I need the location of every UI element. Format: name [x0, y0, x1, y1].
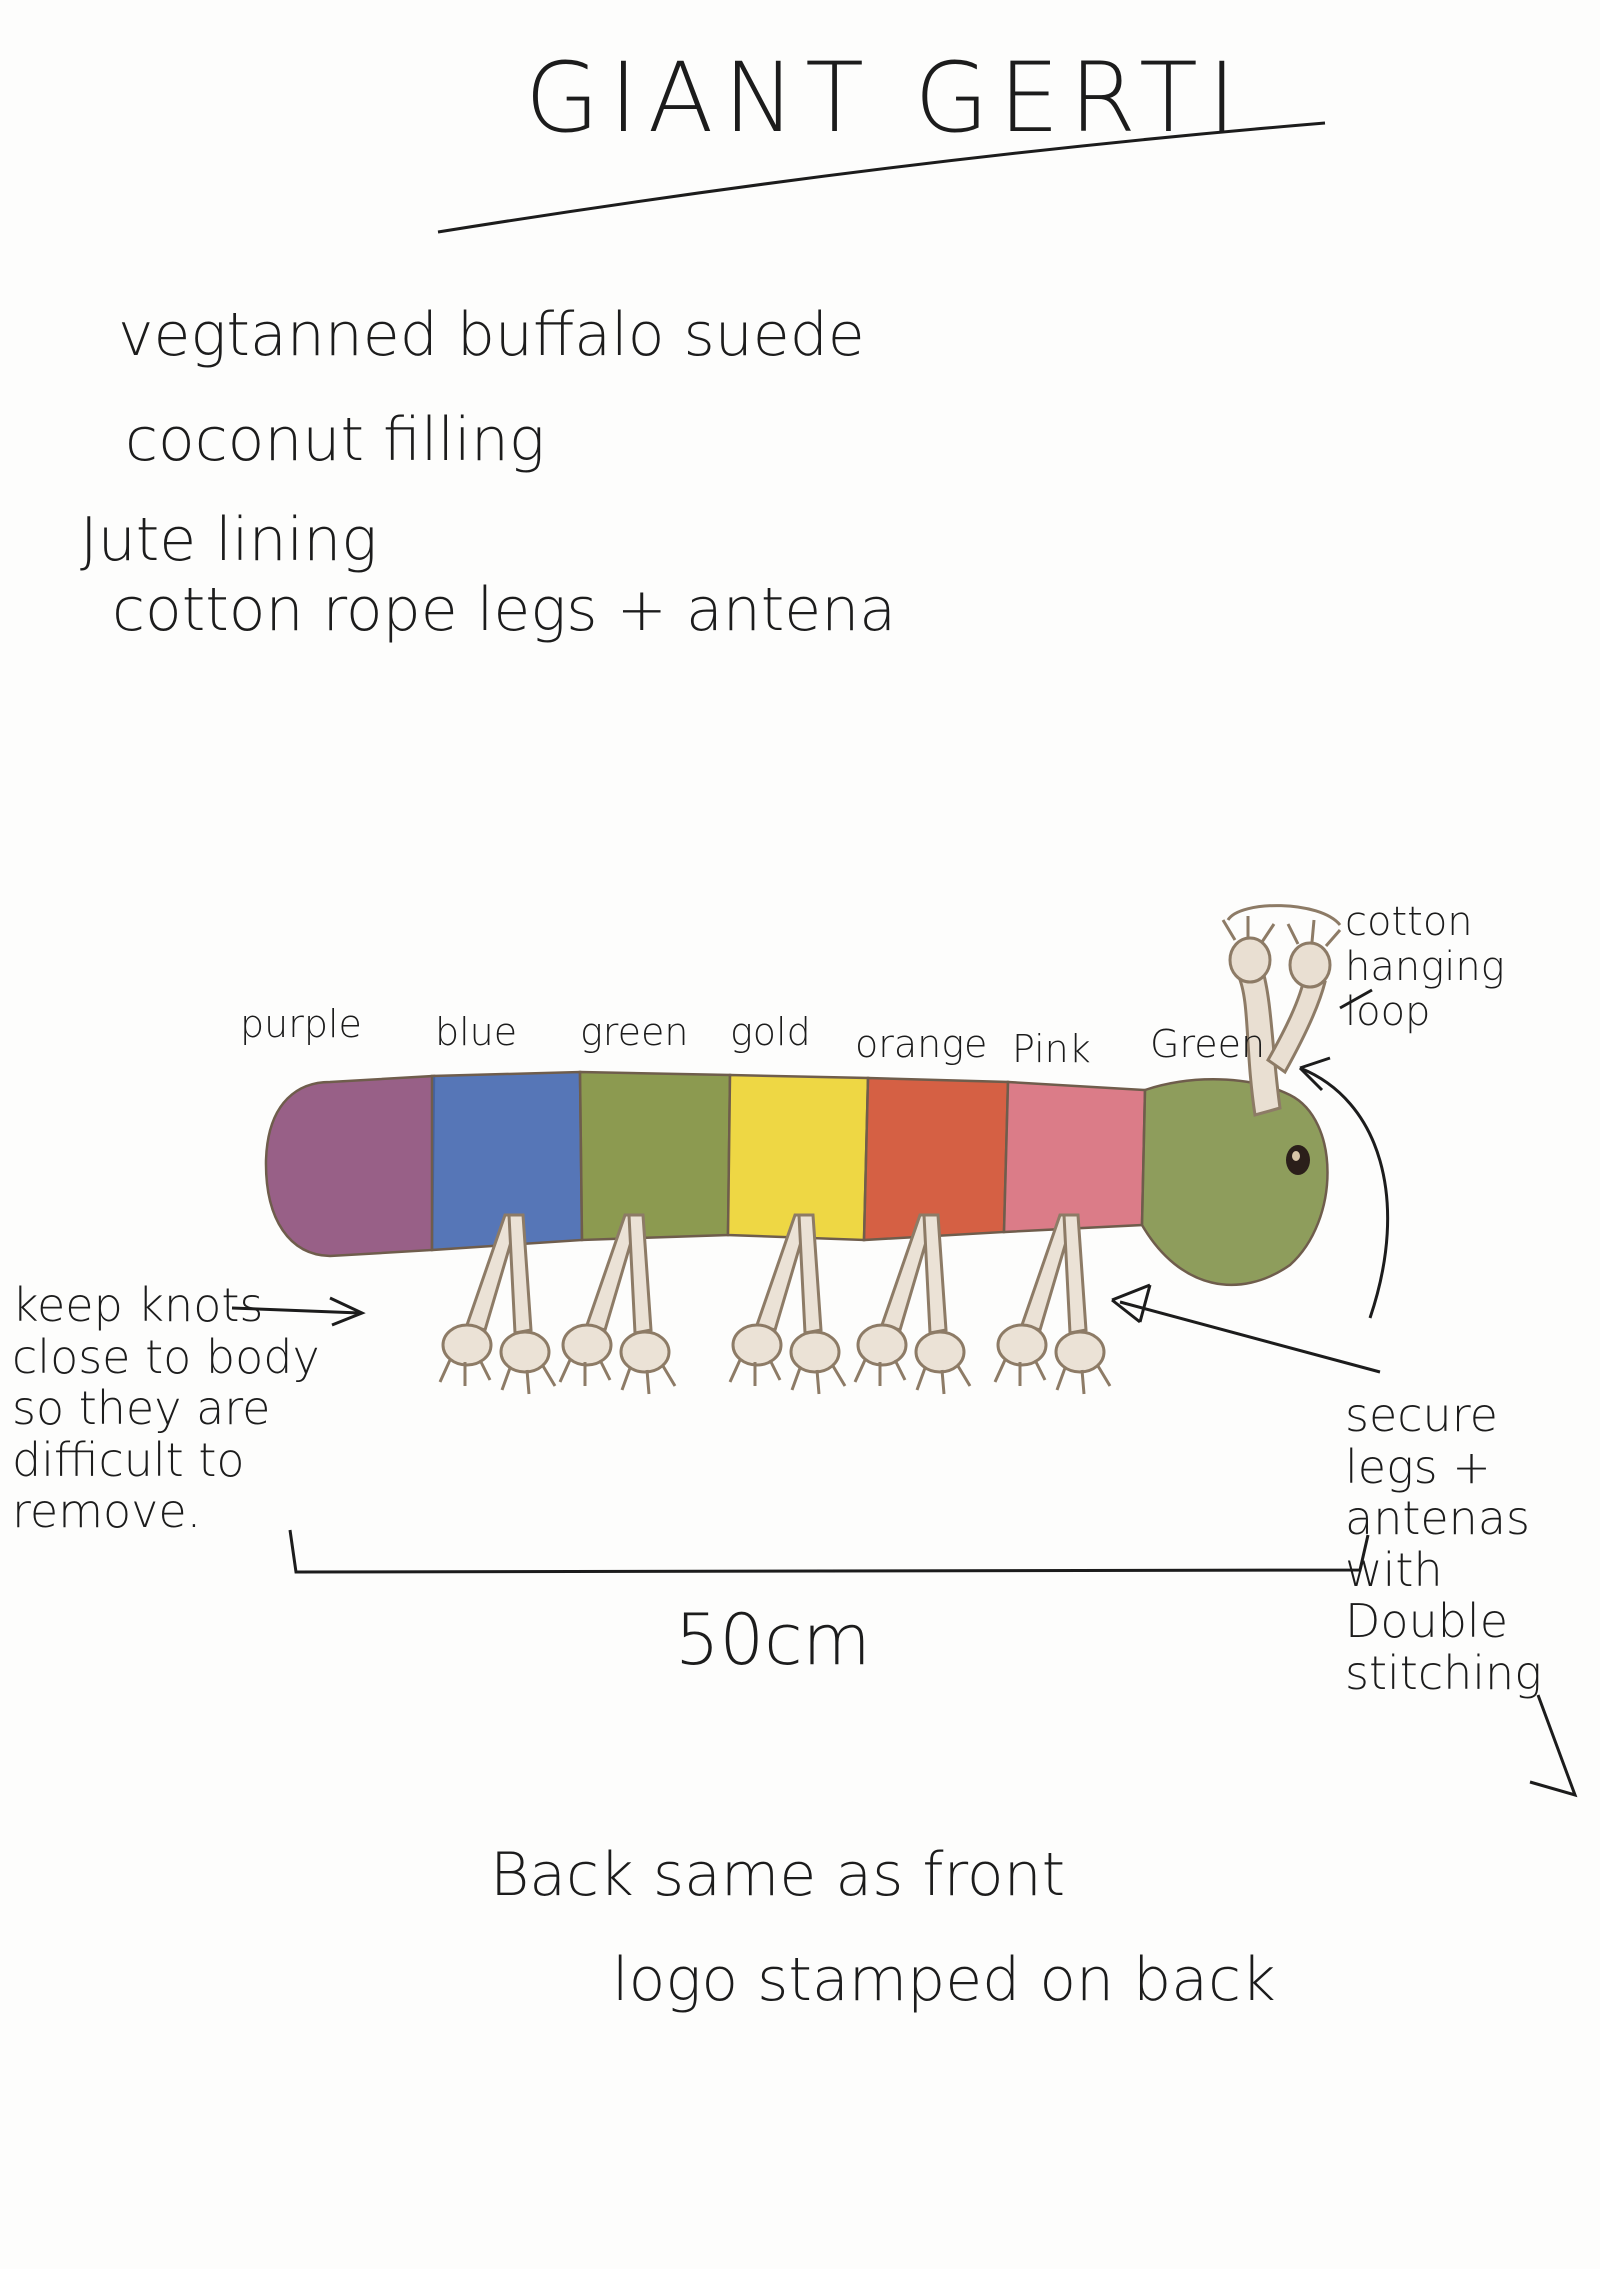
- measurement-bracket: [288, 1529, 1370, 1574]
- segment-label-gold: gold: [730, 1010, 811, 1054]
- body-segment-7: [1140, 1078, 1329, 1287]
- segment-label-head-green: Green: [1150, 1022, 1266, 1066]
- rope-leg-5: [993, 1213, 1112, 1395]
- material-rope: cotton rope legs + antena: [112, 575, 896, 645]
- arrow-keep-knots: [231, 1306, 361, 1315]
- hanging-loop-rope: [1221, 904, 1342, 1117]
- arrow-curve-antenna: [1299, 1066, 1390, 1319]
- body-segment-6: [1002, 1080, 1147, 1234]
- caterpillar-head: [1286, 1145, 1310, 1175]
- segment-label-purple: purple: [240, 1002, 362, 1046]
- material-suede: vegtanned buffalo suede: [118, 300, 865, 370]
- annotation-secure-legs: secure legs + antenas with Double stitch…: [1345, 1388, 1542, 1700]
- rope-legs: [438, 1213, 1112, 1395]
- back-note-same: Back same as front: [490, 1840, 1066, 1910]
- back-note-logo: logo stamped on back: [612, 1945, 1276, 2015]
- caterpillar-body: [264, 1070, 1329, 1287]
- segment-label-pink: Pink: [1012, 1027, 1091, 1071]
- annotation-arrows: [231, 988, 1578, 1798]
- measurement-label: 50cm: [675, 1599, 871, 1681]
- segment-label-green: green: [580, 1010, 689, 1054]
- arrow-secure-legs: [1119, 1300, 1381, 1374]
- rope-leg-4: [853, 1213, 972, 1395]
- annotation-hanging-loop: cotton hanging loop: [1345, 899, 1505, 1035]
- rope-leg-3: [728, 1213, 847, 1395]
- material-lining: Jute lining: [80, 505, 378, 575]
- rope-leg-1: [438, 1213, 557, 1395]
- arrow-hanging-loop: [1339, 988, 1373, 1010]
- bracket-stitching: [1529, 1694, 1578, 1798]
- segment-label-blue: blue: [435, 1010, 518, 1054]
- body-segment-1: [264, 1074, 436, 1258]
- rope-leg-2: [558, 1213, 677, 1395]
- body-segment-3: [578, 1070, 732, 1242]
- material-filling: coconut filling: [125, 405, 545, 475]
- page-title: GIANT GERTI: [525, 42, 1247, 154]
- segment-label-orange: orange: [855, 1022, 988, 1066]
- title-underline: [437, 121, 1326, 234]
- annotation-keep-knots: keep knots close to body so they are dif…: [12, 1278, 320, 1539]
